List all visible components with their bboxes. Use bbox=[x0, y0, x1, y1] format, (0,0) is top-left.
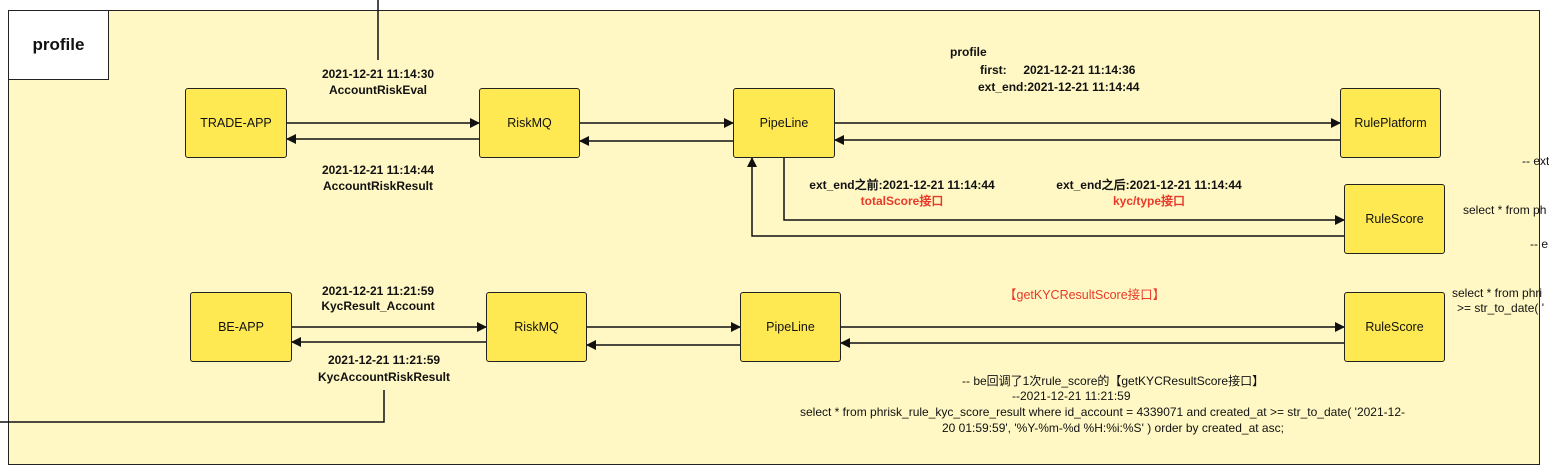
label-kyc-score-api: 【getKYCResultScore接口】 bbox=[1004, 288, 1166, 302]
note-line-4: 20 01:59:59', '%Y-%m-%d %H:%i:%S' ) orde… bbox=[942, 421, 1284, 435]
label-kyc-name: KycResult_Account bbox=[321, 299, 435, 313]
label-eval-name: AccountRiskEval bbox=[328, 83, 428, 97]
node-riskmq-top[interactable]: RiskMQ bbox=[479, 88, 580, 158]
label-profile-ext-end: ext_end:2021-12-21 11:14:44 bbox=[978, 80, 1140, 94]
node-be-app[interactable]: BE-APP bbox=[190, 292, 292, 362]
label-after-api: kyc/type接口 bbox=[1112, 194, 1186, 208]
external-line-bottom bbox=[0, 390, 385, 423]
arrow-rulescore-to-pipeline bbox=[747, 157, 1344, 237]
note-line-1: -- be回调了1次rule_score的【getKYCResultScore接… bbox=[962, 374, 1265, 388]
node-trade-app[interactable]: TRADE-APP bbox=[185, 88, 287, 158]
label-after-ext-end: ext_end之后:2021-12-21 11:14:44 bbox=[1056, 178, 1242, 192]
label-profile-title: profile bbox=[950, 45, 987, 59]
node-rule-score-bottom[interactable]: RuleScore bbox=[1344, 292, 1445, 362]
note-right-1: -- ext bbox=[1522, 154, 1549, 168]
label-kyc-result-time: 2021-12-21 11:21:59 bbox=[327, 353, 441, 367]
profile-frame bbox=[8, 10, 1540, 465]
note-right-2: select * from ph bbox=[1463, 203, 1547, 217]
frame-title: profile bbox=[8, 10, 109, 80]
label-profile-first: first: 2021-12-21 11:14:36 bbox=[980, 63, 1136, 77]
node-rule-score-top[interactable]: RuleScore bbox=[1344, 184, 1445, 254]
node-riskmq-bottom[interactable]: RiskMQ bbox=[486, 292, 587, 362]
note-line-3: select * from phrisk_rule_kyc_score_resu… bbox=[800, 405, 1405, 419]
note-right-5: >= str_to_date( ' bbox=[1457, 301, 1545, 315]
node-pipeline-bottom[interactable]: PipeLine bbox=[740, 292, 841, 362]
label-before-api: totalScore接口 bbox=[860, 194, 944, 208]
label-before-ext-end: ext_end之前:2021-12-21 11:14:44 bbox=[809, 178, 995, 192]
label-result-time: 2021-12-21 11:14:44 bbox=[321, 163, 435, 177]
label-result-name: AccountRiskResult bbox=[322, 179, 434, 193]
note-right-3: -- e bbox=[1530, 237, 1548, 251]
note-right-4: select * from phri bbox=[1452, 286, 1543, 300]
arrow-pipeline-to-rulescore bbox=[783, 158, 1345, 225]
node-pipeline-top[interactable]: PipeLine bbox=[733, 88, 835, 158]
label-kyc-time: 2021-12-21 11:21:59 bbox=[321, 284, 435, 298]
note-line-2: --2021-12-21 11:21:59 bbox=[1012, 389, 1131, 403]
label-kyc-result-name: KycAccountRiskResult bbox=[317, 370, 451, 384]
node-rule-platform[interactable]: RulePlatform bbox=[1340, 88, 1441, 158]
label-eval-time: 2021-12-21 11:14:30 bbox=[321, 67, 435, 81]
